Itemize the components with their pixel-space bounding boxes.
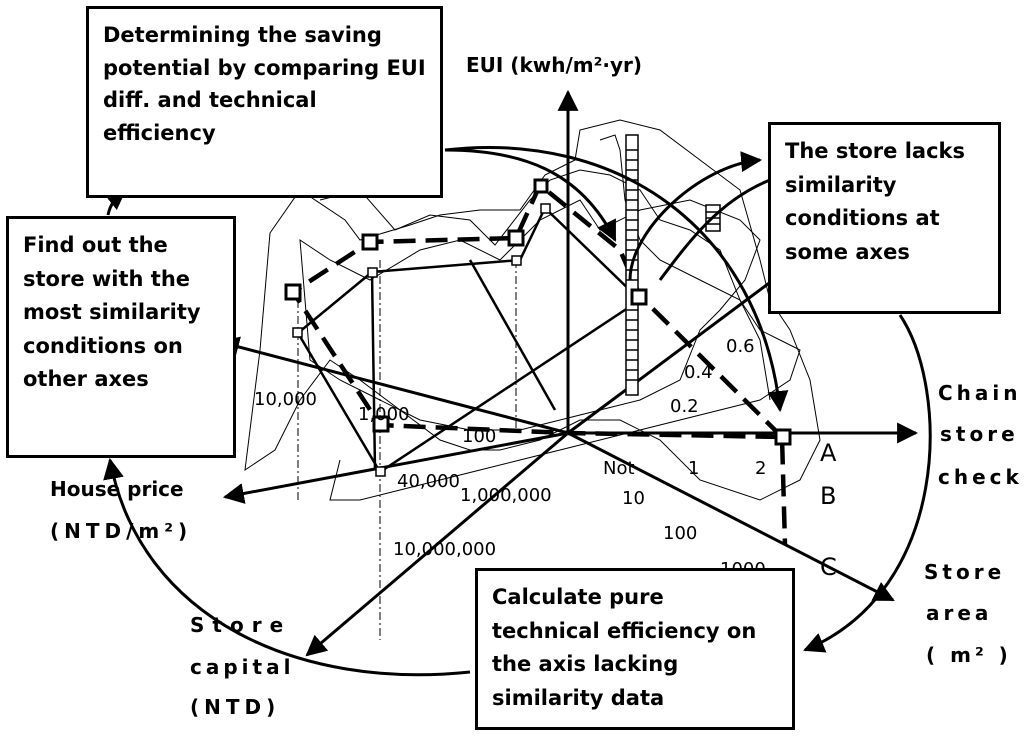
- solid-profile-spokes: [370, 259, 557, 471]
- arrow-saving-to-chain: [444, 145, 789, 413]
- area-axis: [567, 431, 895, 602]
- eui-tick-3: 0.6: [726, 336, 755, 357]
- outcome-letter-c: C: [820, 553, 837, 581]
- outcome-letter-a: A: [820, 439, 837, 467]
- chain-axis-label-1: Chain: [938, 381, 1022, 405]
- area-axis-label-3: ( m² ): [926, 643, 1012, 667]
- profile-markers: [284, 178, 792, 446]
- house-tick-10000: 10,000: [254, 389, 317, 410]
- chain-tick-not: Not: [603, 458, 635, 479]
- house-axis-label-1: House price: [50, 477, 184, 501]
- cycle-arrows: [103, 145, 932, 677]
- capital-tick-1m: 1,000,000: [460, 485, 552, 506]
- box-calc-efficiency-text: Calculate pure technical efficiency on t…: [492, 585, 757, 710]
- area-axis-label-1: Store: [924, 560, 1005, 584]
- capital-axis-label-1: Store: [190, 613, 291, 637]
- arrow-eui-to-lacks: [628, 151, 763, 281]
- box-lacks-similarity-text: The store lacks similarity conditions at…: [785, 139, 965, 264]
- house-tick-100: 100: [462, 426, 496, 447]
- area-axis-label-2: area: [926, 601, 992, 625]
- upper-left-axis: [217, 336, 569, 435]
- eui-axis-label: EUI (kwh/m²·yr): [466, 53, 642, 77]
- house-axis-label-2: (NTD/m²): [50, 519, 192, 543]
- chain-axis-label-2: store: [940, 422, 1019, 446]
- arrow-center-to-lacks: [658, 178, 771, 281]
- outcome-letter-b: B: [820, 482, 836, 510]
- box-find-store: Find out the store with the most similar…: [6, 216, 236, 458]
- capital-tick-10m: 10,000,000: [393, 539, 496, 560]
- area-tick-100: 100: [663, 523, 697, 544]
- house-axis: [222, 431, 569, 504]
- box-find-store-text: Find out the store with the most similar…: [23, 233, 201, 392]
- capital-axis: [305, 431, 569, 657]
- arrow-lacks-to-calc: [803, 314, 932, 653]
- house-tick-1000: 1,000: [358, 404, 410, 425]
- box-saving-potential-text: Determining the saving potential by comp…: [103, 23, 426, 145]
- capital-axis-label-2: capital: [190, 655, 294, 679]
- chain-axis-label-3: check: [938, 465, 1023, 489]
- house-tick-40000: 40,000: [397, 471, 460, 492]
- box-calc-efficiency: Calculate pure technical efficiency on t…: [475, 568, 795, 730]
- profile-markers-small: [292, 203, 551, 477]
- upper-right-axis: [567, 273, 781, 435]
- eui-tick-2: 0.4: [684, 362, 713, 383]
- chain-tick-1: 1: [688, 458, 699, 479]
- box-lacks-similarity: The store lacks similarity conditions at…: [768, 122, 1001, 314]
- area-tick-10: 10: [622, 488, 645, 509]
- arrow-calc-to-house: [103, 457, 471, 677]
- axes: [217, 89, 919, 657]
- chain-tick-2: 2: [755, 458, 766, 479]
- eui-marker-lines: [626, 149, 638, 381]
- eui-tick-1: 0.2: [670, 396, 699, 417]
- box-saving-potential: Determining the saving potential by comp…: [86, 6, 443, 198]
- capital-axis-label-3: (NTD): [190, 695, 280, 719]
- arrow-saving-to-eui: [444, 148, 617, 242]
